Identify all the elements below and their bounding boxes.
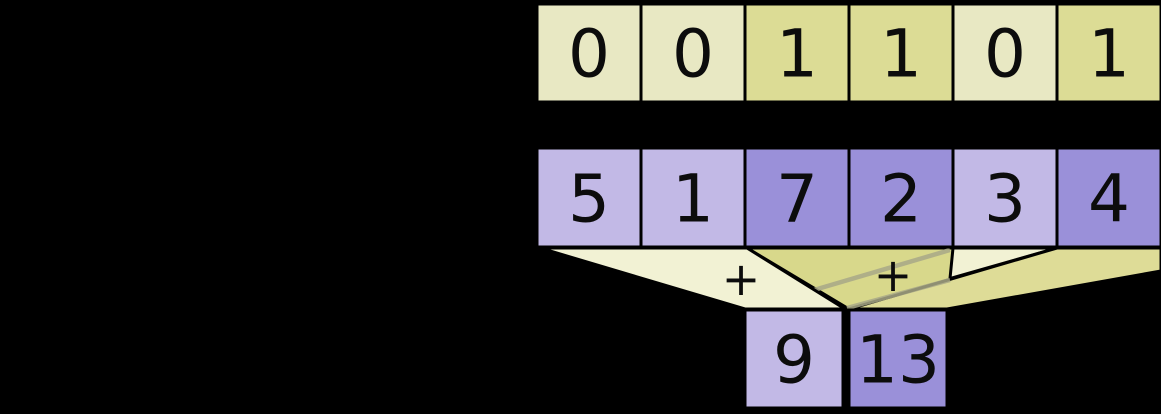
result-row: 9 13 [743, 308, 949, 410]
mask-cell-value: 1 [880, 16, 922, 93]
value-cell-6 [1055, 146, 1161, 249]
mask-cell-5 [951, 2, 1059, 104]
mask-cell-value: 0 [672, 16, 714, 93]
plus-icon: + [722, 252, 761, 306]
mask-cell-3 [743, 2, 851, 104]
cross-band-edge-stripe [813, 247, 951, 293]
result-cell-mask1 [847, 308, 949, 410]
mask-row: 0 0 1 1 0 1 [535, 2, 1161, 104]
value-cell-value: 1 [672, 161, 714, 238]
mask-cell-1 [535, 2, 643, 104]
value-row: 5 1 7 2 3 4 [535, 146, 1161, 249]
value-cell-value: 7 [776, 161, 818, 238]
mask-cell-value: 1 [776, 16, 818, 93]
cross-band-edge-stripe [846, 277, 951, 311]
value-cell-value: 3 [984, 161, 1026, 238]
mask-cell-value: 1 [1088, 16, 1130, 93]
mask-cell-value: 0 [568, 16, 610, 93]
result-cell-value: 9 [773, 322, 815, 399]
value-cell-value: 2 [880, 161, 922, 238]
value-cell-value: 4 [1088, 161, 1130, 238]
mask-cell-6 [1055, 2, 1161, 104]
value-cell-2 [639, 146, 747, 249]
result-cell-value: 13 [856, 322, 940, 399]
plus-icon: + [874, 248, 913, 302]
value-cell-4 [847, 146, 955, 249]
value-cell-3 [743, 146, 851, 249]
mask-cell-value: 0 [984, 16, 1026, 93]
result-cell-mask0 [743, 308, 845, 410]
value-cell-value: 5 [568, 161, 610, 238]
